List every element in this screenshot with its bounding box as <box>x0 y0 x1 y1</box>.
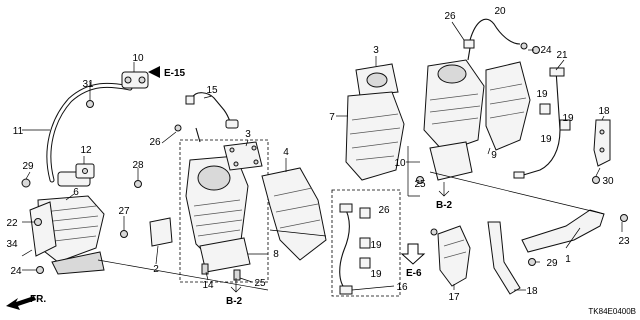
callout-19-a: 19 <box>536 89 548 100</box>
front-direction-arrow: FR. <box>6 294 46 310</box>
heat-shield-4 <box>261 167 327 261</box>
callout-18: 18 <box>598 106 610 117</box>
callout-19-c: 19 <box>540 134 552 145</box>
callout-28: 29 <box>546 258 558 269</box>
svg-text:B-2: B-2 <box>436 200 453 211</box>
callout-labels: 10 31 11 12 29 6 22 34 24 28 27 2 26 15 … <box>6 6 630 303</box>
callout-7: 9 <box>491 150 497 161</box>
callout-16: 17 <box>448 292 460 303</box>
ref-b2-center: B-2 <box>226 278 243 307</box>
callout-12: 12 <box>80 145 92 156</box>
callout-25-right: 25 <box>414 179 426 190</box>
bracket-2 <box>149 217 173 247</box>
converter-6 <box>345 91 405 181</box>
studs-center <box>174 124 241 281</box>
bracket-12 <box>75 163 95 179</box>
callout-15: 16 <box>396 282 408 293</box>
callout-14: 15 <box>206 85 218 96</box>
o2-sensor-21 <box>513 67 571 179</box>
gasket-3-upper <box>355 63 399 97</box>
converter-9 <box>423 59 485 181</box>
bracket-18 <box>593 119 611 167</box>
o2-sensor-14 <box>185 92 239 143</box>
bracket-17 <box>487 221 521 295</box>
callout-9: 10 <box>394 158 406 169</box>
ref-e6: E-6 <box>400 243 426 279</box>
callout-21: 21 <box>556 50 568 61</box>
callout-13: 14 <box>202 280 214 291</box>
ref-e15: E-15 <box>148 66 186 79</box>
converter-8 <box>185 155 251 273</box>
callout-3-upper: 3 <box>373 45 379 56</box>
svg-text:B-2: B-2 <box>226 296 243 307</box>
callout-17: 18 <box>526 286 538 297</box>
gasket-3-center <box>223 141 263 171</box>
callout-27: 26 <box>378 205 390 216</box>
callout-32: 30 <box>602 176 614 187</box>
callout-2: 2 <box>153 264 159 275</box>
callout-24-left: 24 <box>10 266 22 277</box>
callout-6: 7 <box>329 112 335 123</box>
heat-shield-34 <box>29 201 57 257</box>
bracket-1 <box>521 209 605 253</box>
callout-34: 34 <box>6 239 18 250</box>
leader-lines <box>21 21 623 291</box>
callout-4: 4 <box>283 147 289 158</box>
callout-30: 28 <box>132 160 144 171</box>
callout-33: 31 <box>82 79 94 90</box>
callout-11: 11 <box>13 126 24 137</box>
callout-10: 10 <box>132 53 144 64</box>
bolts-left <box>21 100 142 274</box>
callout-19-b: 19 <box>562 113 574 124</box>
callout-29: 27 <box>118 206 130 217</box>
exhaust-pipe-11 <box>46 71 149 187</box>
bracket-16 <box>437 225 471 287</box>
callout-24-right: 24 <box>540 45 552 56</box>
callout-26-center: 26 <box>149 137 161 148</box>
heat-shield-7 <box>485 61 531 151</box>
group-box-15 <box>331 189 401 297</box>
callout-25-center: 25 <box>254 278 266 289</box>
callout-3-center: 3 <box>245 129 251 140</box>
callout-19-e: 19 <box>370 269 382 280</box>
bolts-right <box>416 46 628 266</box>
svg-text:E-15: E-15 <box>164 68 186 79</box>
svg-text:E-6: E-6 <box>406 268 422 279</box>
callout-22: 22 <box>6 218 18 229</box>
ref-b2-right: B-2 <box>436 182 453 211</box>
callout-19-d: 19 <box>370 240 382 251</box>
callout-26-right: 26 <box>444 11 456 22</box>
callout-31: 29 <box>22 161 34 172</box>
callout-20: 20 <box>494 6 506 17</box>
callout-8: 8 <box>273 249 279 260</box>
callout-23: 23 <box>618 236 630 247</box>
o2-sensor-20 <box>463 18 528 61</box>
svg-text:FR.: FR. <box>30 294 46 305</box>
callout-5: 6 <box>73 187 79 198</box>
o2-sensor-15 <box>339 203 371 295</box>
callout-1: 1 <box>565 254 571 265</box>
diagram-code: TK84E0400B <box>588 307 636 316</box>
